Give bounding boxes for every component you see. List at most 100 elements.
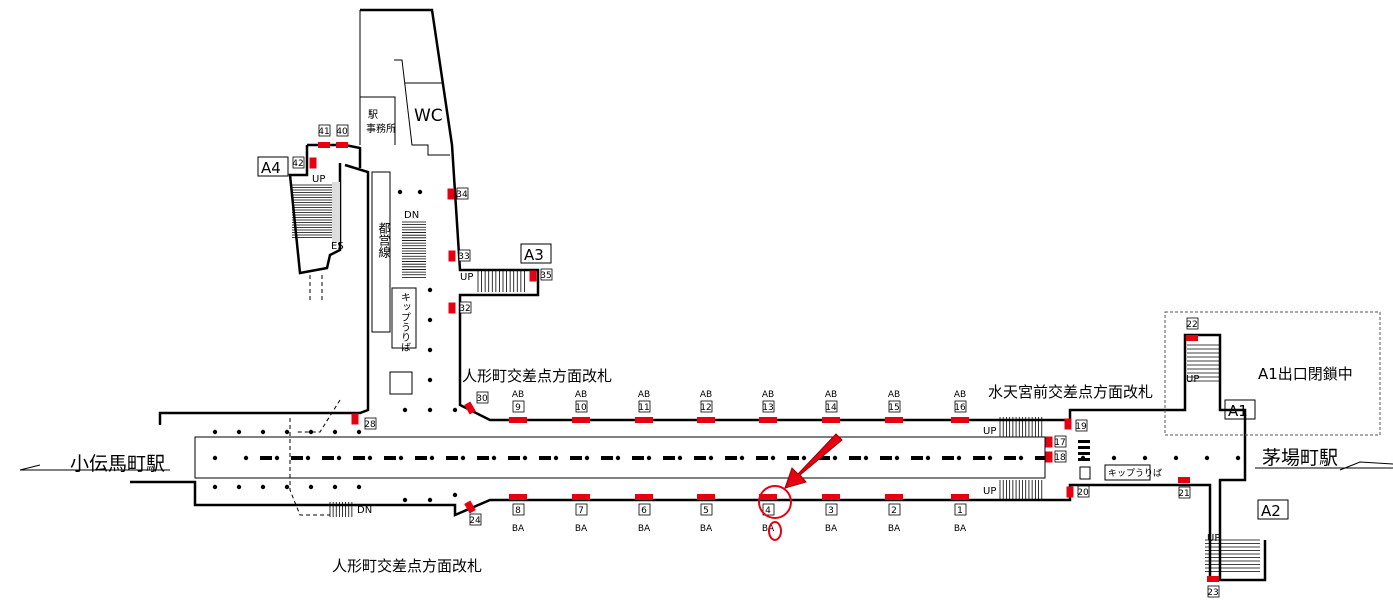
door-number-top: 11 [638, 400, 651, 413]
svg-text:A1: A1 [1228, 402, 1248, 420]
svg-text:14: 14 [825, 403, 837, 413]
door-number-bottom: 7 [575, 503, 588, 516]
exit-a4[interactable]: A4 [257, 156, 289, 177]
exit-door-marker [336, 142, 348, 148]
platform-door-bottom [572, 494, 590, 500]
door-number-top: 16 [954, 400, 967, 413]
exit-door-marker [1066, 486, 1074, 498]
up-label-a3: UP [460, 272, 473, 283]
svg-text:13: 13 [762, 403, 773, 413]
exit-door-marker [464, 500, 476, 514]
svg-text:5: 5 [703, 506, 709, 516]
exit-door-marker [318, 142, 330, 148]
svg-text:1: 1 [957, 506, 963, 516]
office-label-2: 事務所 [366, 122, 396, 135]
exit-a3[interactable]: A3 [520, 243, 552, 264]
exit-a1[interactable]: A1 [1224, 399, 1256, 420]
svg-text:22: 22 [1186, 320, 1197, 330]
svg-text:10: 10 [575, 403, 587, 413]
station-right-line [1255, 461, 1393, 471]
platform-door-bottom [697, 494, 715, 500]
door-label-ab: AB [825, 390, 837, 400]
exit-door-marker [1045, 436, 1053, 448]
exit-number-17: 17 [1054, 435, 1067, 448]
svg-text:23: 23 [1207, 588, 1218, 598]
exit-door-marker [1045, 451, 1053, 463]
svg-text:21: 21 [1178, 489, 1189, 499]
up-label-lower: UP [983, 486, 996, 497]
concourse-right-wall [1160, 333, 1247, 580]
exit-number-34: 34 [456, 187, 469, 200]
exit-number-41: 41 [318, 124, 331, 137]
door-label-ba: BA [888, 524, 901, 534]
platform-door-top [759, 417, 777, 423]
dn-label: DN [404, 210, 419, 221]
door-label-ab: AB [512, 390, 524, 400]
gate-suitengu: 水天宮前交差点方面改札 [988, 383, 1153, 401]
svg-text:2: 2 [891, 506, 897, 516]
exit-door-marker [309, 157, 317, 169]
door-number-top: 10 [575, 400, 588, 413]
door-label-ba: BA [954, 524, 967, 534]
exit-door-marker [447, 188, 455, 200]
tactile-paving [212, 189, 1241, 503]
exit-door-marker [529, 270, 537, 282]
up-label-upper: UP [983, 426, 996, 437]
exit-number-18: 18 [1054, 450, 1067, 463]
platform-door-bottom [822, 494, 840, 500]
door-label-ba: BA [512, 524, 525, 534]
platform-edge [194, 436, 1046, 479]
svg-text:20: 20 [1077, 488, 1089, 498]
door-number-bottom: 3 [825, 503, 838, 516]
door-number-top: 13 [762, 400, 775, 413]
exit-door-marker [1186, 335, 1198, 341]
highlight-ellipse [768, 521, 782, 541]
door-label-ba: BA [700, 524, 713, 534]
gate-ningyocho-top: 人形町交差点方面改札 [462, 367, 612, 385]
svg-text:41: 41 [318, 127, 329, 137]
exit-a2[interactable]: A2 [1257, 499, 1289, 520]
svg-text:7: 7 [578, 506, 584, 516]
exit-number-28: 28 [364, 417, 377, 430]
exit-door-marker [1064, 418, 1072, 430]
station-left-line [19, 464, 170, 471]
station-left: 小伝馬町駅 [70, 453, 165, 475]
svg-text:24: 24 [469, 516, 481, 526]
svg-text:A3: A3 [524, 246, 544, 264]
svg-text:12: 12 [700, 403, 711, 413]
platform-door-top [822, 417, 840, 423]
exit-number-35: 35 [540, 268, 553, 281]
exit-door-marker [464, 401, 476, 415]
exit-number-19: 19 [1075, 419, 1088, 432]
dn-label-bottom: DN [357, 505, 372, 516]
exit-number-30: 30 [476, 391, 489, 404]
platform-door-top [885, 417, 903, 423]
north-building-wall [360, 8, 1160, 422]
exit-number-23: 23 [1207, 585, 1220, 598]
exit-number-42: 42 [292, 156, 305, 169]
door-number-bottom: 6 [638, 503, 651, 516]
door-label-ab: AB [638, 390, 650, 400]
station-right: 茅場町駅 [1262, 447, 1338, 469]
platform-door-bottom [951, 494, 969, 500]
door-label-ab: AB [888, 390, 900, 400]
platform-door-top [635, 417, 653, 423]
svg-text:28: 28 [364, 420, 376, 430]
door-label-ab: AB [954, 390, 966, 400]
svg-text:18: 18 [1054, 453, 1066, 463]
svg-text:A4: A4 [261, 159, 281, 177]
svg-text:34: 34 [456, 190, 468, 200]
exit-number-22: 22 [1186, 317, 1199, 330]
svg-text:19: 19 [1075, 422, 1087, 432]
up-label-a2: UP [1207, 533, 1220, 544]
wc-label: WC [414, 106, 443, 126]
svg-text:16: 16 [954, 403, 966, 413]
central-column [158, 163, 370, 425]
pillar [1079, 466, 1091, 480]
ticket-label: キップうりば [399, 292, 411, 352]
platform-door-bottom [509, 494, 527, 500]
exit-door-marker [448, 250, 456, 262]
es-label: ES [331, 241, 344, 252]
exit-door-marker [448, 302, 456, 314]
